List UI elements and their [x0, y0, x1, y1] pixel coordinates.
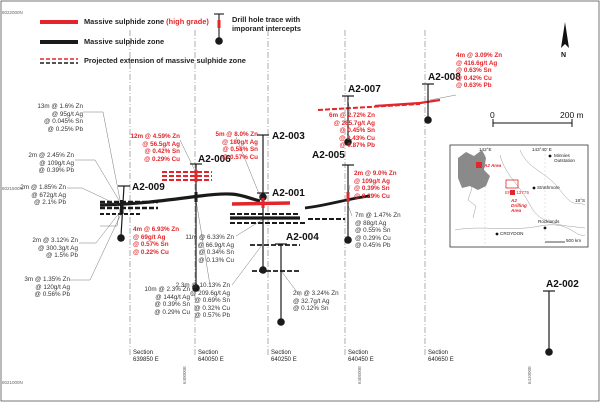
legend-drill-trace: Drill hole trace with imporant intercept… [232, 15, 301, 33]
inset-a2-area: A2 Area [484, 163, 502, 168]
hole-label-a2-006: A2-006 [198, 154, 231, 165]
high-grade-intercept-label: 6m @ 2.72% Zn @ 285.7g/t Ag @ 0.45% Sn @… [328, 112, 375, 150]
intercept-label: 2m @ 3.24% Zn @ 32.7g/t Ag @ 0.12% Sn [293, 290, 339, 313]
inset-minnies: Minnies Outstation [554, 153, 575, 164]
legend-high-grade-suffix: (high grade) [166, 17, 209, 26]
hole-label-a2-005: A2-005 [312, 150, 345, 161]
coord-label-bottom-e3: 641000E [527, 365, 532, 384]
inset-lat: 18°S [575, 198, 586, 203]
intercept-mark [194, 170, 198, 182]
legend-projected: Projected extension of massive sulphide … [84, 56, 246, 65]
hole-label-a2-009: A2-009 [132, 182, 165, 193]
inset-epm: EPM 13775 [505, 190, 530, 195]
town-strathmore [532, 186, 536, 190]
leader-lines [67, 94, 457, 297]
intercept-mark [194, 192, 198, 202]
intercept-mark [120, 200, 124, 214]
inset-map [449, 144, 589, 248]
hole-label-a2-002: A2-002 [546, 279, 579, 290]
high-grade-line [374, 98, 441, 108]
scale-bar [492, 119, 573, 127]
hole-label-a2-001: A2-001 [272, 188, 305, 199]
inset-scale: 500 km [566, 238, 582, 243]
legend-high-grade-label: Massive sulphide zone [84, 17, 165, 26]
intercept-label: 3m @ 1.35% Zn @ 120g/t Ag @ 0.56% Pb [24, 276, 70, 299]
high-grade-zone [231, 98, 441, 206]
north-label: N [561, 52, 567, 59]
town-minnies [548, 154, 552, 158]
legend-zone: Massive sulphide zone [84, 37, 165, 46]
town-rocklands [543, 226, 547, 230]
inset-lon1: 142°E [479, 147, 492, 152]
scale-end: 200 m [560, 110, 584, 120]
section-label-640050: Section 640050 E [198, 350, 224, 364]
legend-symbols [40, 13, 224, 64]
hole-label-a2-003: A2-003 [272, 131, 305, 142]
drill-hole-end-a2-002 [545, 348, 553, 356]
drill-hole-traces [117, 83, 555, 356]
legend-high-grade: Massive sulphide zone (high grade) [84, 17, 209, 26]
hole-label-a2-008: A2-008 [428, 72, 461, 83]
high-grade-line [231, 201, 291, 206]
drill-hole-end-a2-007 [344, 138, 352, 146]
high-grade-intercept-label: 2m @ 9.0% Zn @ 109g/t Ag @ 0.39% Sn @ 0.… [354, 170, 397, 200]
coord-label-bottom-left: 8021000N [2, 380, 23, 385]
intercept-label: 2m @ 1.85% Zn @ 672g/t Ag @ 2.1% Pb [20, 184, 66, 207]
inset-croydon: CROYDON [500, 231, 524, 236]
scale-start: 0 [490, 110, 495, 120]
intercept-label: 10m @ 2.3% Zn @ 144g/t Ag @ 0.39% Sn @ 0… [144, 286, 190, 316]
section-label-640250: Section 640250 E [271, 350, 297, 364]
inset-rocklands: Rocklands [538, 219, 560, 224]
inset-strathmore: Strathmore [537, 185, 560, 190]
sulphide-zone-line [99, 192, 261, 207]
intercept-mark [346, 192, 350, 202]
epm-13775-outline [505, 179, 519, 189]
section-label-640650: Section 640650 E [428, 350, 454, 364]
north-arrow-icon [561, 22, 569, 48]
high-grade-intercept-label: 4m @ 6.93% Zn @ 69g/t Ag @ 0.57% Sn @ 0.… [133, 226, 180, 256]
drill-hole-end-a2-005 [344, 236, 352, 244]
section-label-639850: Section 639850 E [133, 350, 159, 364]
high-grade-intercept-label: 4m @ 3.09% Zn @ 416.6g/t Ag @ 0.63% Sn @… [456, 52, 503, 90]
high-grade-intercept-label: 5m @ 8.0% Zn @ 180g/t Ag @ 0.58% Sn @ 0.… [215, 131, 258, 161]
coord-label-bottom-e2: 640500E [357, 365, 362, 384]
intercept-label: 2.3m @ 10.13% Zn @ 209.6g/t Ag @ 0.69% S… [175, 282, 230, 320]
intercept-mark [261, 198, 265, 208]
hole-label-a2-004: A2-004 [286, 232, 319, 243]
drill-hole-end-a2-006 [192, 284, 200, 292]
intercept-label: 2m @ 3.12% Zn @ 300.3g/t Ag @ 1.5% Pb [32, 237, 78, 260]
coord-label-top-left: 8022000N [2, 10, 23, 15]
drill-hole-end-a2-001 [259, 266, 267, 274]
a2-area-marker [476, 162, 482, 168]
drill-hole-end-a2-008 [424, 116, 432, 124]
intercept-label: 7m @ 1.47% Zn @ 88g/t Ag @ 0.55% Sn @ 0.… [355, 212, 401, 250]
drill-hole-end-a2-009 [117, 234, 125, 242]
australia-silhouette [458, 150, 490, 190]
hole-label-a2-007: A2-007 [348, 84, 381, 95]
inset-a2-drilling: A2 Drilling Area [511, 198, 527, 214]
section-label-640450: Section 640450 E [348, 350, 374, 364]
intercept-label: 13m @ 1.6% Zn @ 95g/t Ag @ 0.045% Sn @ 0… [37, 103, 83, 133]
intercept-label: 2m @ 2.45% Zn @ 109g/t Ag @ 0.39% Pb [28, 152, 74, 175]
a2-drilling-area-marker [510, 190, 515, 195]
intercept-label: 11m @ 6.33% Zn @ 66.9g/t Ag @ 0.34% Sn @… [185, 234, 234, 264]
massive-sulphide-zone [99, 192, 371, 220]
high-grade-intercept-label: 12m @ 4.59% Zn @ 56.5g/t Ag @ 0.42% Sn @… [130, 133, 180, 163]
coord-label-bottom-e1: 640000E [182, 365, 187, 384]
coord-label-mid-left: 8021500N [2, 186, 23, 191]
inset-lon2: 143°40' E [532, 147, 552, 152]
town-croydon [495, 232, 499, 236]
drill-hole-end-a2-004 [277, 318, 285, 326]
sulphide-zone-line [304, 194, 371, 210]
